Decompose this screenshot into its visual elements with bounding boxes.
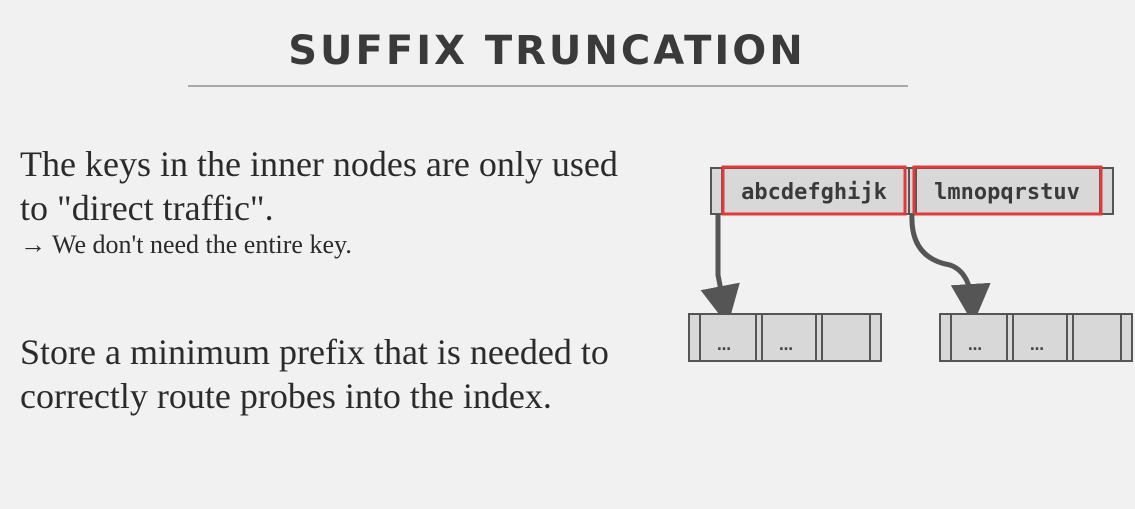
leaf-right-cell-2: … <box>1030 338 1044 354</box>
inner-node-frame <box>710 167 1114 215</box>
inner-key-1: abcdefghijk <box>741 180 887 205</box>
bullet-entire-key: → We don't need the entire key. <box>20 230 352 260</box>
leaf-right-cell-1: … <box>968 338 982 354</box>
bullet-text: We don't need the entire key. <box>52 230 352 259</box>
leaf-node-right: … … <box>939 313 1133 362</box>
key-highlight-2 <box>912 165 1103 216</box>
leaf-node-left: … … <box>688 313 882 362</box>
arrow-icon: → <box>20 230 46 259</box>
paragraph-minimum-prefix: Store a minimum prefix that is needed to… <box>20 332 609 416</box>
leaf-left-cell-2: … <box>779 338 793 354</box>
inner-node: abcdefghijk lmnopqrstuv <box>710 165 1114 216</box>
leaf-left-cell-1: … <box>717 338 731 354</box>
inner-key-2: lmnopqrstuv <box>934 180 1080 205</box>
key-highlight-1 <box>721 165 907 216</box>
title-divider <box>188 85 908 87</box>
pointer-arrow-right <box>909 213 991 324</box>
pointer-arrow-left <box>700 214 740 326</box>
slide-title: SUFFIX TRUNCATION <box>288 28 806 74</box>
paragraph-inner-keys: The keys in the inner nodes are only use… <box>20 144 618 228</box>
